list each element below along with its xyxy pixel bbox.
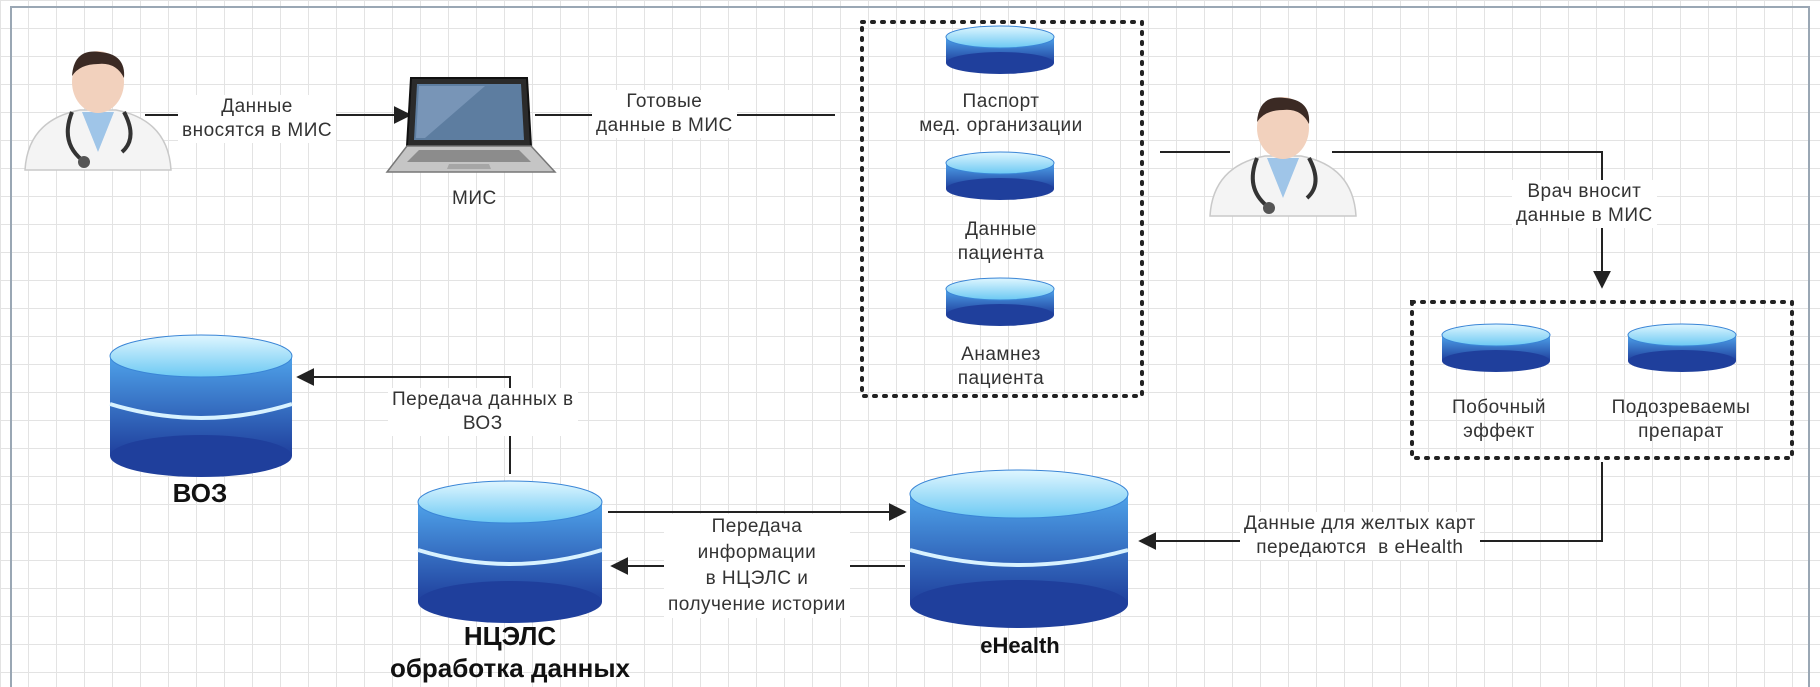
database-icon <box>1627 323 1737 372</box>
side-effect-label: Побочный эффект <box>1452 397 1546 442</box>
group-patient-records <box>860 20 1144 398</box>
group-adverse-event <box>1410 300 1794 460</box>
who-title: ВОЗ <box>172 478 228 508</box>
edge-label-doctor-enters: Врач вносит данные в МИС <box>1512 180 1657 228</box>
database-icon <box>109 334 293 477</box>
patient-data-label: Данные пациента <box>957 219 1045 264</box>
edge-label-enter-mis: Данные вносятся в МИС <box>178 95 337 143</box>
edge-doctor-to-adverse <box>1332 151 1611 289</box>
suspected-drug-label: Подозреваемы препарат <box>1611 397 1751 442</box>
edge-ncels-to-who <box>296 368 511 474</box>
ehealth-title: eHealth <box>980 633 1060 658</box>
canvas-frame <box>10 6 1810 687</box>
database-icon <box>945 277 1055 326</box>
edge-label-transfer-who: Передача данных в ВОЗ <box>388 388 578 436</box>
edge-label-transfer-ncels: Передача информации в НЦЭЛС и получение … <box>664 514 850 618</box>
anamnesis-label: Анамнез пациента <box>957 344 1045 389</box>
database-icon <box>945 25 1055 74</box>
passport-label: Паспорт мед. организации <box>919 91 1083 136</box>
database-icon <box>945 151 1055 200</box>
doctor-icon <box>1209 97 1357 217</box>
laptop-icon <box>385 77 557 173</box>
database-icon <box>1441 323 1551 372</box>
edge-label-yellow-cards: Данные для желтых карт передаются в eHea… <box>1240 512 1480 560</box>
database-icon <box>417 480 603 623</box>
edge-label-ready-mis: Готовые данные в МИС <box>592 90 737 138</box>
database-icon <box>909 469 1129 628</box>
ncels-title: НЦЭЛС обработка данных <box>389 621 631 683</box>
doctor-icon <box>24 51 172 171</box>
mis-label: МИС <box>452 188 497 209</box>
